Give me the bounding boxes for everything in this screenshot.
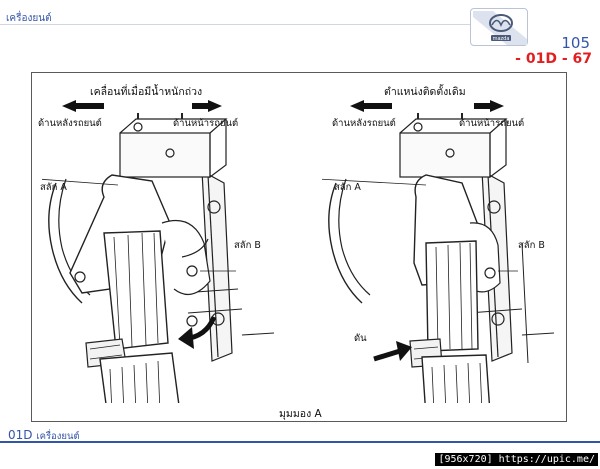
left-front-label: ด้านหน้ารถยนต์ — [173, 118, 239, 129]
page-number: 105 — [561, 34, 590, 52]
left-rear-label: ด้านหลังรถยนต์ — [38, 118, 102, 129]
brand-logo: mazda — [470, 8, 528, 46]
left-front-arrow — [192, 100, 222, 112]
right-panel-title: ตำแหน่งติดตั้งเดิม — [384, 86, 466, 98]
left-panel-title: เคลื่อนที่เมื่อมีน้ำหนักถ่วง — [90, 86, 203, 98]
right-rear-arrow — [350, 100, 392, 112]
logo-wordmark: mazda — [493, 36, 510, 42]
footer-rule — [0, 441, 600, 443]
figure-frame: เคลื่อนที่เมื่อมีน้ำหนักถ่วง ด้านหลังรถย… — [31, 72, 567, 422]
top-section-title: เครื่องยนต์ — [6, 13, 52, 24]
section-code: - 01D - 67 — [515, 51, 592, 67]
right-pedal-drawing — [322, 113, 555, 403]
left-pedal-drawing — [42, 113, 275, 403]
left-pin-a-label: สลัก A — [40, 182, 67, 193]
right-push-label: ดัน — [354, 333, 367, 344]
right-pin-a-label: สลัก A — [334, 182, 361, 193]
footer-section-code: 01D — [8, 428, 33, 442]
left-pin-b-label: สลัก B — [234, 240, 261, 251]
top-rule — [0, 24, 470, 25]
footer-section-name: เครื่องยนต์ — [36, 431, 80, 442]
watermark[interactable]: [956x720] https://upic.me/ — [435, 453, 598, 466]
footer-title: 01D เครื่องยนต์ — [8, 428, 80, 444]
left-rear-arrow — [62, 100, 104, 112]
view-caption: มุมมอง A — [279, 408, 322, 420]
right-front-arrow — [474, 100, 504, 112]
right-rear-label: ด้านหลังรถยนต์ — [332, 118, 396, 129]
right-pin-b-label: สลัก B — [518, 240, 545, 251]
right-front-label: ด้านหน้ารถยนต์ — [459, 118, 525, 129]
